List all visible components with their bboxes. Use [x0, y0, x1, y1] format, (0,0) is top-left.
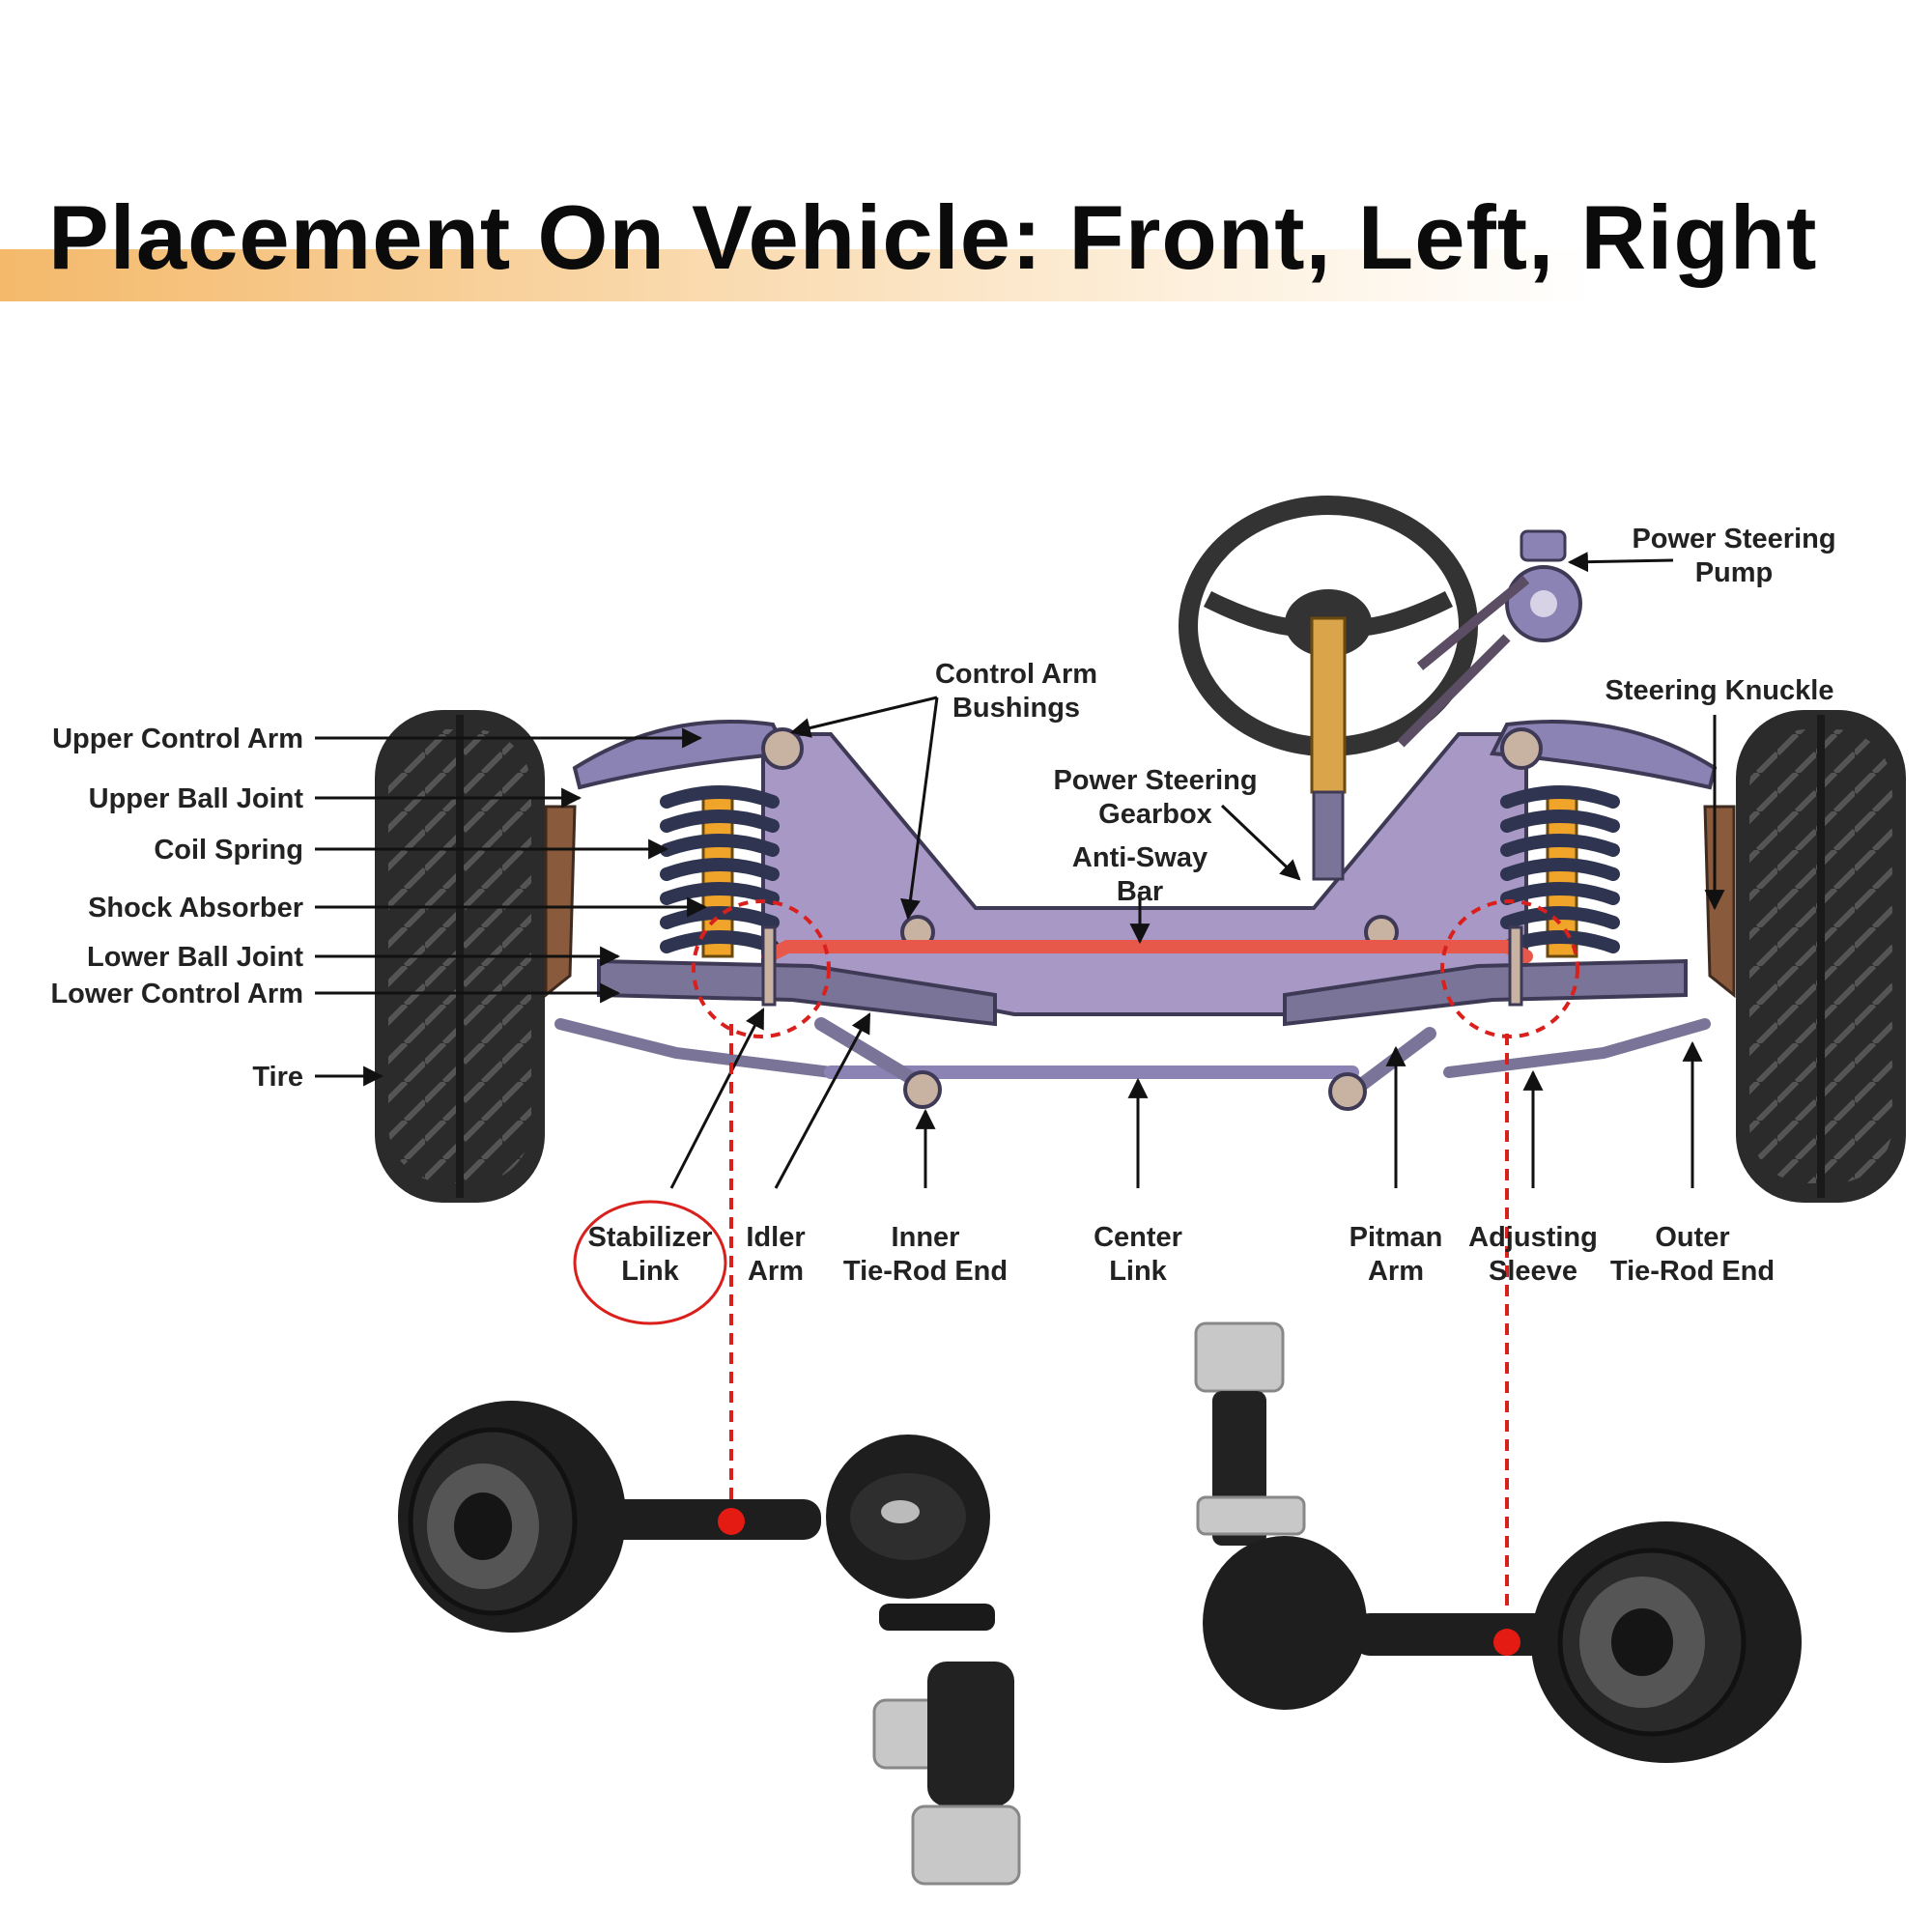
label-anti-sway-bar-2: Bar: [1117, 876, 1163, 907]
right-stabilizer-link-product: [1194, 1321, 1802, 1763]
label-anti-sway-bar-1: Anti-Sway: [1072, 842, 1208, 873]
label-outer-tie-rod-2: Tie-Rod End: [1610, 1256, 1775, 1287]
label-pitman-arm-2: Arm: [1368, 1256, 1424, 1287]
left-lower-control-arm: [597, 958, 997, 1027]
inner-tie-rod-joint: [903, 1070, 942, 1109]
label-center-link-1: Center: [1094, 1222, 1182, 1253]
label-inner-tie-rod-1: Inner: [892, 1222, 960, 1253]
stabilizer-label-highlight: [573, 1200, 727, 1325]
label-power-steering-gearbox-2: Gearbox: [1098, 799, 1212, 830]
label-stabilizer-link-2: Link: [621, 1256, 679, 1287]
right-steering-knuckle: [1703, 805, 1736, 999]
label-upper-ball-joint: Upper Ball Joint: [89, 783, 304, 814]
label-lower-ball-joint: Lower Ball Joint: [87, 942, 303, 973]
steering-column: [1310, 616, 1347, 794]
right-stabilizer-link-small: [1508, 925, 1523, 1007]
label-center-link-2: Link: [1109, 1256, 1167, 1287]
right-control-arm-bushing: [1500, 727, 1543, 770]
right-tie-rod: [1443, 1018, 1711, 1078]
label-control-arm-bushings-2: Bushings: [952, 693, 1080, 724]
left-steering-knuckle: [544, 805, 577, 999]
label-power-steering-gearbox-1: Power Steering: [1053, 765, 1257, 796]
label-upper-control-arm: Upper Control Arm: [52, 724, 303, 754]
label-idler-arm-1: Idler: [746, 1222, 805, 1253]
left-stabilizer-link-small: [761, 925, 777, 1007]
label-lower-control-arm: Lower Control Arm: [50, 979, 303, 1009]
label-steering-knuckle: Steering Knuckle: [1605, 675, 1834, 706]
right-highlight-circle: [1440, 899, 1579, 1038]
right-coil-spring: [1500, 785, 1620, 958]
label-power-steering-pump-1: Power Steering: [1632, 524, 1835, 554]
right-lower-control-arm: [1283, 958, 1688, 1027]
right-upper-control-arm: [1489, 720, 1718, 790]
pitman-joint: [1328, 1072, 1367, 1111]
left-highlight-circle: [692, 899, 831, 1038]
label-adjusting-sleeve-2: Sleeve: [1489, 1256, 1577, 1287]
left-callout-arrows: [315, 552, 1725, 1189]
label-adjusting-sleeve-1: Adjusting: [1468, 1222, 1598, 1253]
label-outer-tie-rod-1: Outer: [1655, 1222, 1729, 1253]
left-tie-rod: [554, 1018, 837, 1078]
label-idler-arm-2: Arm: [748, 1256, 804, 1287]
page-title: Placement On Vehicle: Front, Left, Right: [48, 186, 1818, 288]
left-coil-spring: [660, 785, 780, 958]
label-control-arm-bushings-1: Control Arm: [935, 659, 1097, 690]
power-steering-gearbox-part: [1312, 790, 1345, 881]
title-highlight-band: [0, 249, 1594, 301]
label-tire: Tire: [252, 1062, 303, 1093]
label-pitman-arm-1: Pitman: [1350, 1222, 1443, 1253]
label-inner-tie-rod-2: Tie-Rod End: [843, 1256, 1008, 1287]
left-stabilizer-link-product: [398, 1401, 1021, 1886]
label-shock-absorber: Shock Absorber: [88, 893, 303, 923]
label-coil-spring: Coil Spring: [154, 835, 303, 866]
power-steering-pump: [1397, 529, 1582, 748]
right-tire: [1736, 710, 1906, 1203]
left-control-arm-bushing: [761, 727, 804, 770]
left-upper-control-arm: [572, 720, 791, 790]
idler-arm-part: [814, 1017, 924, 1089]
label-stabilizer-link-1: Stabilizer: [588, 1222, 713, 1253]
label-power-steering-pump-2: Pump: [1695, 557, 1774, 588]
